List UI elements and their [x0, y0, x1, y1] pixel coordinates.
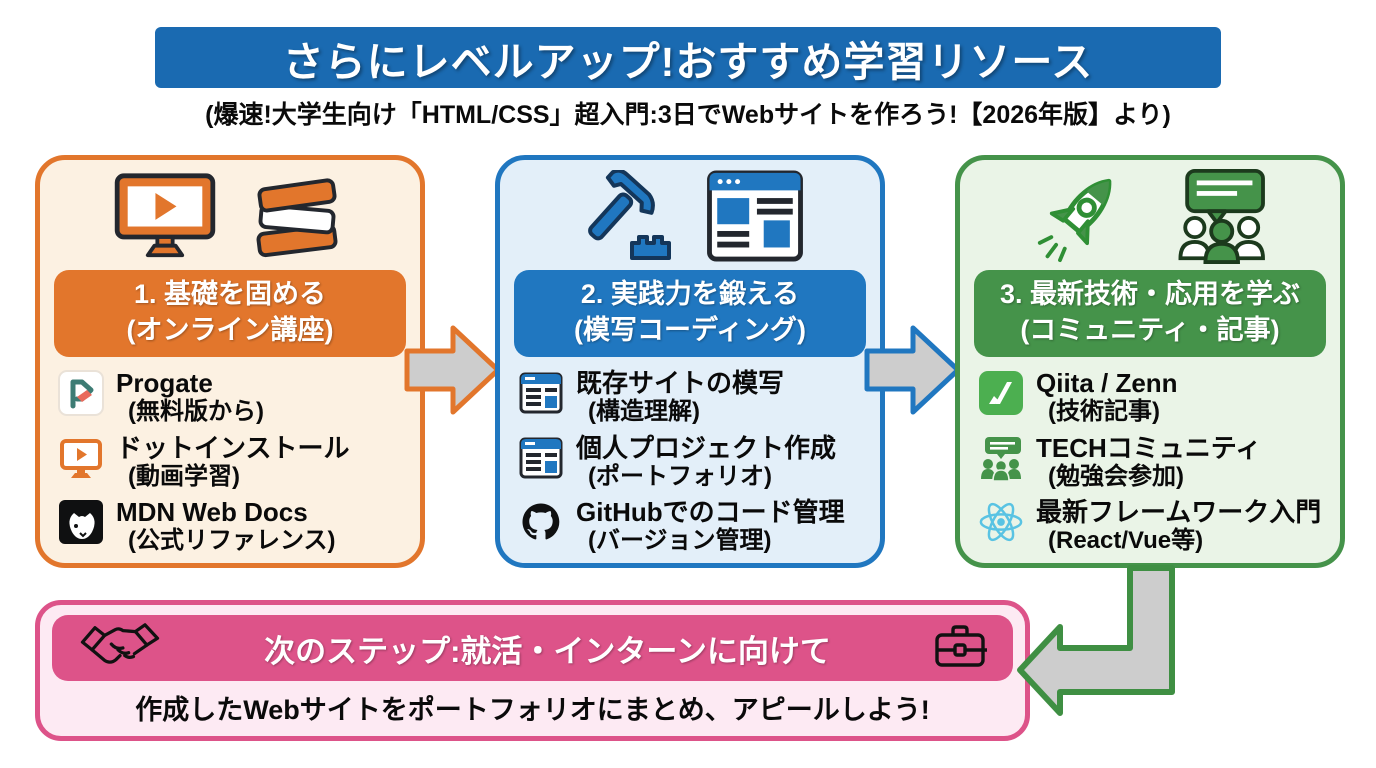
resource-note: (動画学習) — [128, 462, 240, 490]
list-item-mdn: MDN Web Docs (公式リファレンス) — [58, 497, 414, 555]
resource-note: (技術記事) — [1048, 398, 1160, 426]
monitor-play-icon — [113, 172, 217, 265]
mdn-icon — [58, 499, 104, 545]
step2-icon-row — [500, 166, 880, 270]
resource-note: (無料版から) — [128, 398, 264, 426]
resource-name: TECHコミュニティ — [1036, 432, 1262, 463]
resource-name: Progate — [116, 368, 213, 399]
dotinstall-monitor-icon — [58, 435, 104, 481]
list-item-site-copy: 既存サイトの模写 (構造理解) — [518, 369, 874, 426]
react-icon — [978, 499, 1024, 545]
page-subtitle: (爆速!大学生向け「HTML/CSS」超入門:3日でWebサイトを作ろう!【20… — [205, 101, 1171, 129]
resource-note: (バージョン管理) — [588, 527, 772, 555]
next-step-header-bar: 次のステップ:就活・インターンに向けて — [52, 615, 1013, 681]
resource-name: Qiita / Zenn — [1036, 368, 1178, 399]
tech-community-icon — [978, 435, 1024, 481]
resource-note: (公式リファレンス) — [128, 527, 336, 555]
resource-note: (React/Vue等) — [1048, 527, 1204, 555]
next-step-title: 次のステップ:就活・インターンに向けて — [264, 633, 831, 669]
webpage-icon — [518, 435, 564, 481]
step1-header: 1. 基礎を固める (オンライン講座) — [54, 270, 406, 358]
next-step-body: 作成したWebサイトをポートフォリオにまとめ、アピールしよう! — [135, 695, 930, 725]
resource-name: GitHubでのコード管理 — [576, 497, 845, 528]
briefcase-icon — [933, 622, 1011, 675]
resource-note: (構造理解) — [588, 398, 700, 426]
zenn-icon — [978, 370, 1024, 416]
resource-name: ドットインストール — [116, 432, 350, 463]
step3-icon-row — [960, 166, 1340, 270]
resource-name: 個人プロジェクト作成 — [576, 432, 837, 463]
step1-icon-row — [40, 166, 420, 270]
resource-note: (ポートフォリオ) — [588, 462, 772, 490]
list-item-progate: Progate (無料版から) — [58, 369, 414, 426]
step3-card-advanced: 3. 最新技術・応用を学ぶ (コミュニティ・記事) Qiita / Zenn (… — [955, 155, 1345, 568]
list-item-github: GitHubでのコード管理 (バージョン管理) — [518, 497, 874, 555]
arrow-step2-to-step3 — [864, 325, 961, 415]
arrow-step1-to-step2 — [404, 325, 501, 415]
arrow-step3-to-next — [1017, 565, 1175, 716]
list-item-qiita-zenn: Qiita / Zenn (技術記事) — [978, 369, 1334, 426]
page-title: さらにレベルアップ!おすすめ学習リソース — [155, 27, 1221, 88]
github-icon — [518, 499, 564, 545]
step1-card-basics: 1. 基礎を固める (オンライン講座) Progate (無料版から) — [35, 155, 425, 568]
step3-header: 3. 最新技術・応用を学ぶ (コミュニティ・記事) — [974, 270, 1326, 358]
browser-layout-icon — [706, 169, 804, 267]
resource-note: (勉強会参加) — [1048, 462, 1184, 490]
community-icon — [1163, 168, 1267, 269]
webpage-icon — [518, 370, 564, 416]
next-step-panel: 次のステップ:就活・インターンに向けて 作成したWebサイトをポートフォリオにま… — [35, 600, 1030, 741]
list-item-dotinstall: ドットインストール (動画学習) — [58, 432, 414, 491]
list-item-frameworks: 最新フレームワーク入門 (React/Vue等) — [978, 497, 1334, 555]
handshake-icon — [78, 621, 162, 676]
books-icon — [247, 171, 347, 266]
step2-card-practice: 2. 実践力を鍛える (模写コーディング) 既存サイトの模写 (構造理解) — [495, 155, 885, 568]
list-item-personal-project: 個人プロジェクト作成 (ポートフォリオ) — [518, 432, 874, 491]
resource-name: 既存サイトの模写 — [576, 368, 785, 399]
resource-name: MDN Web Docs — [116, 497, 308, 528]
hammer-icon — [576, 168, 676, 267]
step2-header: 2. 実践力を鍛える (模写コーディング) — [514, 270, 866, 358]
list-item-tech-community: TECHコミュニティ (勉強会参加) — [978, 432, 1334, 491]
progate-icon — [58, 370, 104, 417]
rocket-icon — [1033, 168, 1133, 269]
resource-name: 最新フレームワーク入門 — [1036, 497, 1322, 528]
